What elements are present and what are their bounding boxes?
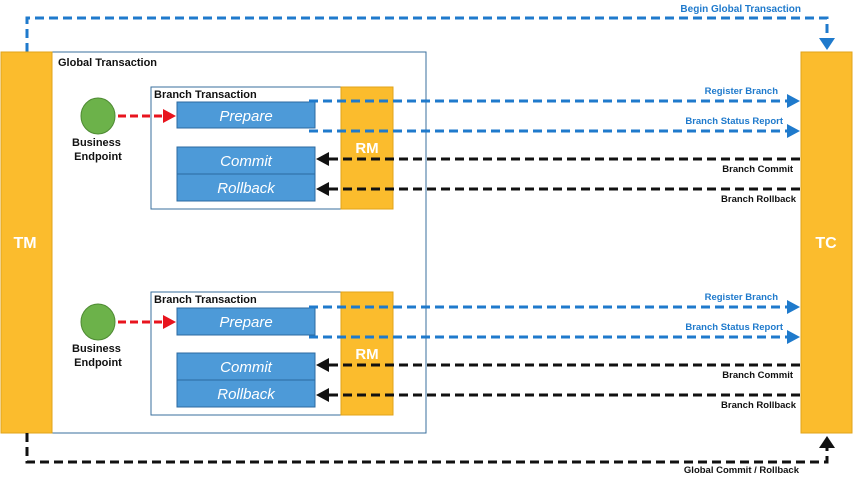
commit-label: Commit xyxy=(220,153,272,170)
status-report-arrowhead xyxy=(787,330,800,344)
business-endpoint-label: Business Endpoint xyxy=(72,137,124,163)
tm-label: TM xyxy=(13,235,36,252)
rollback-label: Rollback xyxy=(217,386,276,403)
branch-transaction-2: Branch Transaction Business Endpoint Pre… xyxy=(72,291,800,416)
commit-label: Commit xyxy=(220,359,272,376)
global-commit-rollback-arrowhead xyxy=(819,436,835,448)
rm-label: RM xyxy=(355,140,378,157)
branch-commit-label: Branch Commit xyxy=(722,164,794,175)
rollback-box xyxy=(176,173,316,202)
prepare-label: Prepare xyxy=(219,108,272,125)
register-branch-label: Register Branch xyxy=(705,292,779,303)
rollback-label: Rollback xyxy=(217,180,276,197)
business-endpoint-label: Business Endpoint xyxy=(72,343,124,369)
status-report-arrowhead xyxy=(787,124,800,138)
commit-box xyxy=(176,146,316,175)
branch-commit-label: Branch Commit xyxy=(722,370,794,381)
global-transaction-label: Global Transaction xyxy=(58,57,157,69)
register-branch-arrowhead xyxy=(787,300,800,314)
branch-title: Branch Transaction xyxy=(154,294,257,306)
rm-box xyxy=(340,291,394,416)
branch-commit-arrowhead xyxy=(316,358,329,372)
rollback-box xyxy=(176,379,316,408)
business-to-prepare-arrowhead xyxy=(163,109,176,123)
status-report-label: Branch Status Report xyxy=(685,116,783,127)
branch-transaction-1: Branch Transaction Business Endpoint Pre… xyxy=(72,86,800,210)
begin-global-arrowhead xyxy=(819,38,835,50)
branch-rollback-arrowhead xyxy=(316,182,329,196)
branch-rollback-label: Branch Rollback xyxy=(721,194,797,205)
branch-rollback-arrowhead xyxy=(316,388,329,402)
commit-box xyxy=(176,352,316,381)
tc-bar xyxy=(800,51,853,434)
prepare-box xyxy=(176,101,316,129)
tm-bar xyxy=(0,51,53,434)
status-report-label: Branch Status Report xyxy=(685,322,783,333)
prepare-label: Prepare xyxy=(219,314,272,331)
begin-global-label: Begin Global Transaction xyxy=(680,4,801,15)
business-to-prepare-arrowhead xyxy=(163,315,176,329)
rm-label: RM xyxy=(355,346,378,363)
business-endpoint-circle xyxy=(80,97,116,135)
branch-title: Branch Transaction xyxy=(154,89,257,101)
business-endpoint-circle xyxy=(80,303,116,341)
register-branch-label: Register Branch xyxy=(705,86,779,97)
tc-label: TC xyxy=(815,235,837,252)
prepare-box xyxy=(176,307,316,336)
global-commit-rollback-label: Global Commit / Rollback xyxy=(684,465,800,476)
register-branch-arrowhead xyxy=(787,94,800,108)
global-commit-rollback-line xyxy=(25,433,829,464)
begin-global-line xyxy=(25,16,829,52)
branch-rollback-label: Branch Rollback xyxy=(721,400,797,411)
branch-commit-arrowhead xyxy=(316,152,329,166)
